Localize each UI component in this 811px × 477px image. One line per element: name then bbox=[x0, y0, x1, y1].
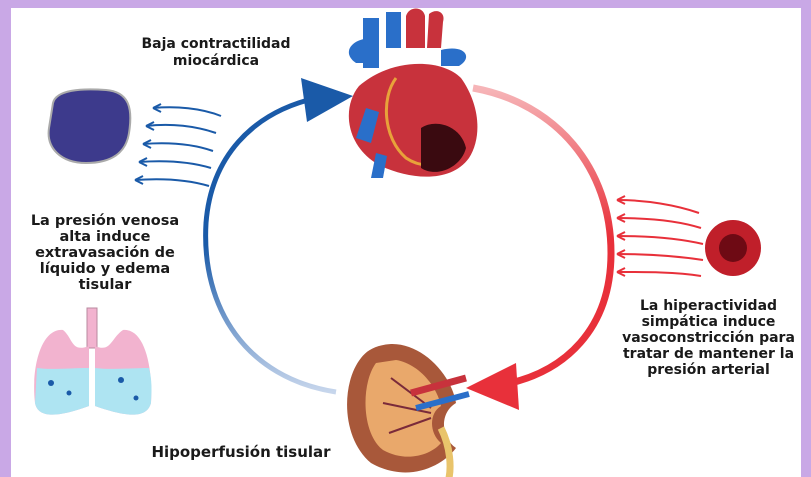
constricted-vessel-icon bbox=[705, 220, 761, 276]
diagram-panel: Baja contractilidad miocárdica La presió… bbox=[11, 8, 801, 477]
label-line: tisular bbox=[79, 277, 132, 293]
red-cycle-arrow bbox=[466, 88, 611, 410]
label-line: simpática induce bbox=[642, 314, 776, 330]
lungs-icon bbox=[34, 308, 151, 415]
swollen-cell-icon bbox=[49, 89, 131, 163]
label-venous-pressure: La presión venosa alta induce extravasac… bbox=[11, 213, 205, 293]
label-line: vasoconstricción para bbox=[622, 330, 795, 346]
constriction-arrows bbox=[617, 196, 703, 276]
label-sympathetic-hyperactivity: La hiperactividad simpática induce vasoc… bbox=[601, 298, 801, 378]
label-line: miocárdica bbox=[173, 53, 259, 69]
label-line: presión arterial bbox=[647, 362, 770, 378]
label-line: tratar de mantener la bbox=[623, 346, 794, 362]
label-low-contractility: Baja contractilidad miocárdica bbox=[116, 36, 316, 70]
label-line: extravasación de bbox=[35, 245, 175, 261]
kidney-icon bbox=[347, 344, 469, 477]
label-line: La presión venosa bbox=[31, 213, 179, 229]
label-line: Baja contractilidad bbox=[141, 36, 290, 52]
label-line: líquido y edema bbox=[40, 261, 170, 277]
label-hypoperfusion: Hipoperfusión tisular bbox=[121, 444, 361, 461]
heart-icon bbox=[349, 9, 478, 179]
label-line: alta induce bbox=[60, 229, 151, 245]
blue-cycle-arrow bbox=[206, 78, 353, 392]
fluid-arrows bbox=[135, 104, 221, 186]
label-line: La hiperactividad bbox=[640, 298, 777, 314]
